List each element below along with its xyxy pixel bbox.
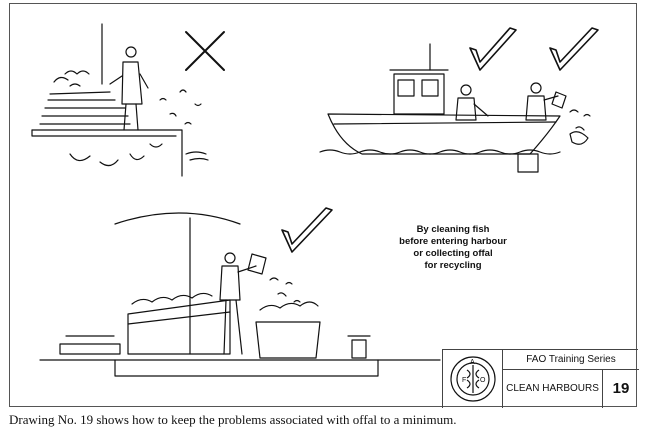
fao-logo: F O A — [443, 350, 503, 408]
figure-caption: Drawing No. 19 shows how to keep the pro… — [9, 412, 457, 427]
check-mark-icon — [281, 207, 333, 253]
fao-emblem-icon: F O A — [450, 356, 496, 402]
offal-collection-scene — [39, 212, 441, 377]
series-name: FAO Training Series — [503, 350, 639, 370]
note-line: before entering harbour — [399, 236, 507, 247]
drawing-frame: By cleaning fish before entering harbour… — [9, 3, 639, 408]
illustration — [31, 23, 599, 377]
title-block: F O A FAO Training Series CLEAN HARBOURS… — [442, 349, 639, 408]
note-line: or collecting offal — [413, 248, 493, 259]
quay-cleaning-scene — [31, 23, 209, 177]
note-line: for recycling — [424, 260, 482, 271]
svg-text:O: O — [480, 377, 486, 384]
recycling-note: By cleaning fish before entering harbour… — [378, 224, 528, 272]
svg-text:F: F — [462, 377, 466, 384]
drawing-title: CLEAN HARBOURS — [503, 370, 603, 408]
svg-text:A: A — [470, 359, 475, 366]
cross-mark-icon — [185, 31, 225, 71]
note-line: By cleaning fish — [416, 224, 490, 235]
boat-cleaning-scene — [319, 43, 591, 173]
check-mark-icon — [469, 27, 517, 71]
drawing-number: 19 — [612, 380, 630, 397]
check-mark-icon — [549, 27, 599, 71]
